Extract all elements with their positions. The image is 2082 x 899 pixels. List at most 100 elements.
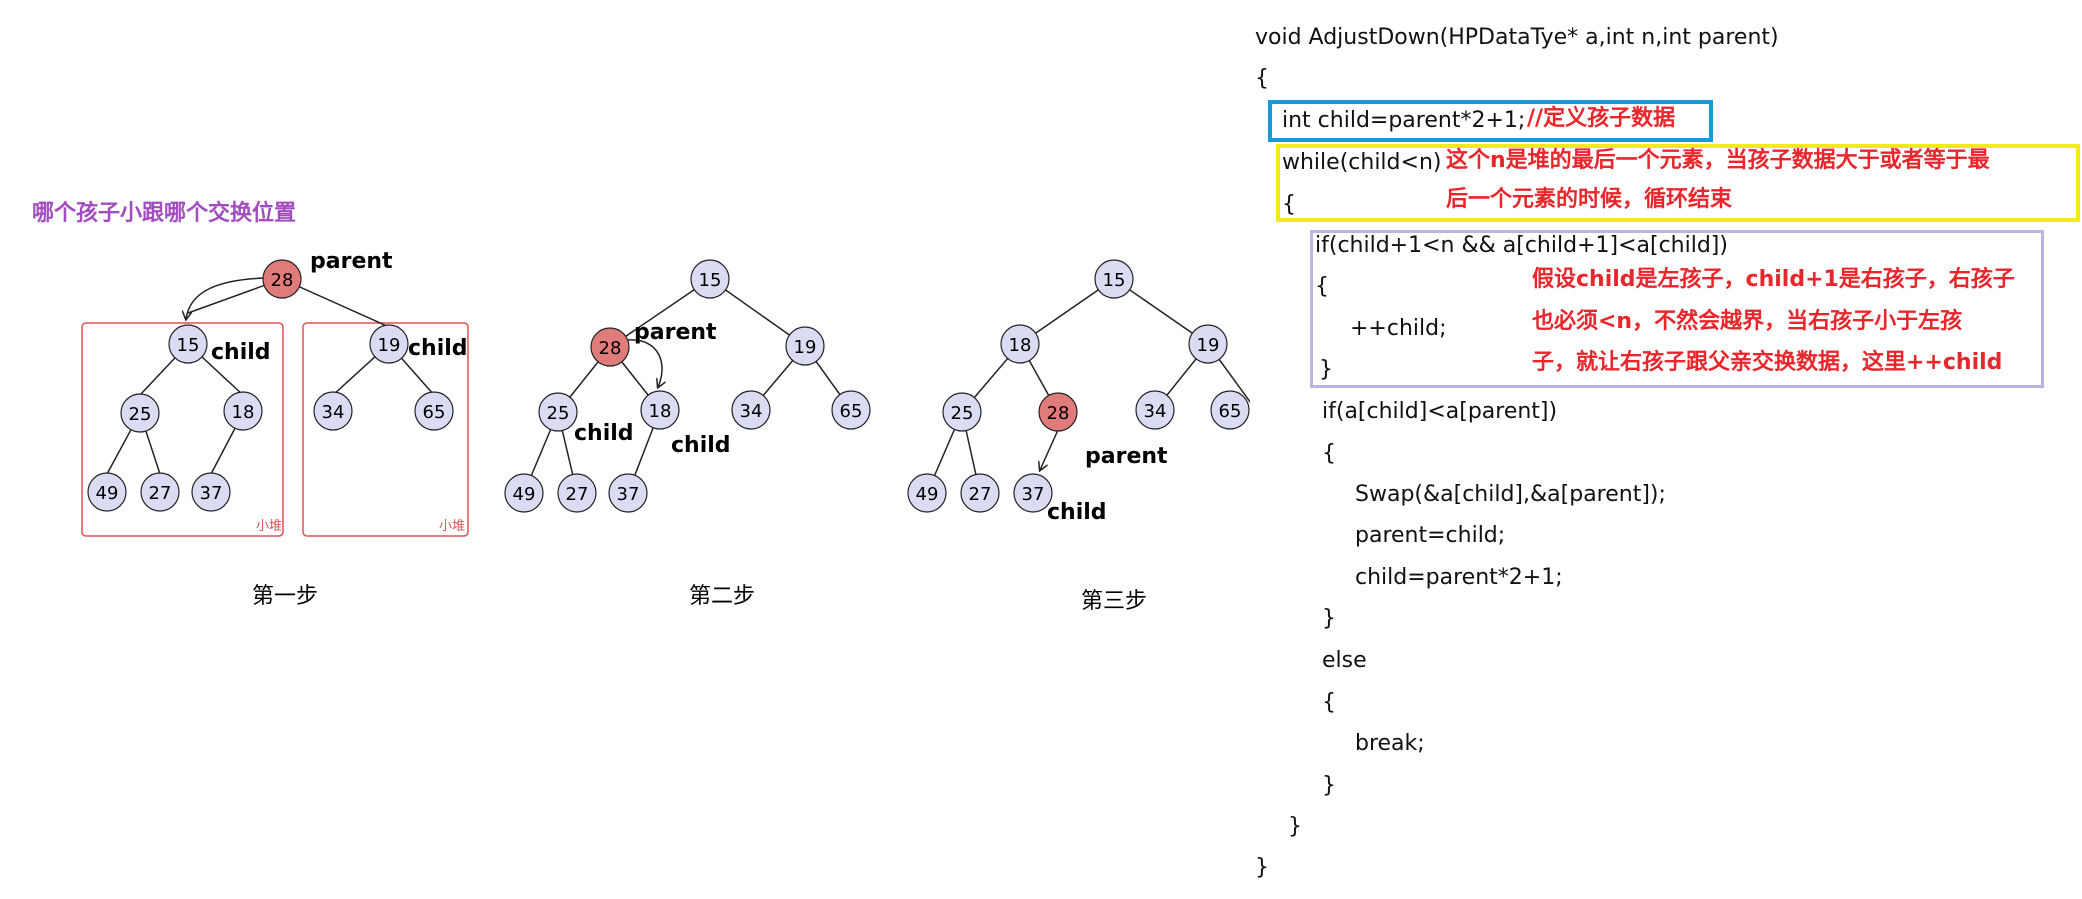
heap-adjust-diagram: 哪个孩子小跟哪个交换位置 小堆 小堆 28 15 19 25 18 34 65	[32, 200, 1250, 614]
svg-text:49: 49	[96, 483, 119, 504]
label-child: child	[408, 336, 468, 361]
code-line: }	[1322, 773, 1336, 798]
code-line: int child=parent*2+1;	[1282, 108, 1526, 133]
heap-node: 19	[369, 324, 409, 364]
heap-node: 37	[608, 473, 648, 513]
code-line: if(child+1<n && a[child+1]<a[child])	[1315, 233, 1728, 258]
svg-text:65: 65	[1219, 401, 1242, 422]
heap-node: 37	[1013, 473, 1053, 513]
svg-text:19: 19	[1197, 335, 1220, 356]
svg-text:34: 34	[322, 402, 345, 423]
step-caption: 第二步	[689, 584, 755, 609]
note-right-child: 也必须<n，不然会越界，当右孩子小于左孩	[1532, 309, 1963, 334]
label-child: child	[211, 340, 271, 365]
heap-node: 27	[140, 472, 180, 512]
svg-text:27: 27	[149, 483, 172, 504]
label-child: child	[574, 421, 634, 446]
svg-text:34: 34	[1144, 401, 1167, 422]
code-line: {	[1322, 690, 1336, 715]
svg-text:25: 25	[547, 403, 570, 424]
step-3: 15 18 19 25 28 34 65 49 27 37 parent chi…	[907, 259, 1250, 614]
heap-node: 49	[907, 473, 947, 513]
code-line: }	[1288, 814, 1302, 839]
heap-node: 28	[590, 327, 630, 367]
step-2: 15 28 19 25 18 34 65 49 27 37 parent chi…	[504, 259, 871, 609]
heap-node: 28	[1038, 392, 1078, 432]
note-define-child: //定义孩子数据	[1527, 106, 1676, 131]
tree-edge	[609, 278, 711, 348]
heap-node: 19	[1188, 324, 1228, 364]
heap-node: 19	[785, 326, 825, 366]
highlight-box-yellow	[1276, 144, 2080, 222]
svg-text:27: 27	[566, 484, 589, 505]
frame-label-left: 小堆	[256, 519, 282, 534]
svg-text:49: 49	[916, 484, 939, 505]
svg-text:28: 28	[271, 270, 294, 291]
svg-text:25: 25	[951, 403, 974, 424]
note-right-child: 子，就让右孩子跟父亲交换数据，这里++child	[1532, 350, 2003, 375]
svg-text:18: 18	[232, 402, 255, 423]
heap-node: 34	[313, 391, 353, 431]
label-parent: parent	[1085, 444, 1168, 469]
svg-text:25: 25	[129, 404, 152, 425]
heap-node: 25	[120, 393, 160, 433]
label-child: child	[671, 433, 731, 458]
code-line: parent=child;	[1355, 523, 1506, 548]
heap-node: 27	[960, 473, 1000, 513]
swap-arrow	[186, 277, 265, 319]
heap-node: 15	[1094, 259, 1134, 299]
svg-text:27: 27	[969, 484, 992, 505]
heap-node: 15	[690, 259, 730, 299]
svg-text:19: 19	[794, 337, 817, 358]
svg-text:34: 34	[740, 401, 763, 422]
frame-label-right: 小堆	[439, 519, 465, 534]
heap-node: 15	[168, 324, 208, 364]
label-parent: parent	[310, 249, 393, 274]
svg-text:65: 65	[423, 402, 446, 423]
code-line: }	[1319, 357, 1333, 382]
note-loop: 后一个元素的时候，循环结束	[1446, 187, 1733, 212]
code-line: void AdjustDown(HPDataTye* a,int n,int p…	[1255, 25, 1779, 50]
highlight-box-purple	[1310, 230, 2044, 388]
svg-text:18: 18	[649, 401, 672, 422]
code-line: else	[1322, 648, 1367, 673]
heap-node: 25	[942, 392, 982, 432]
min-heap-frame-right	[302, 322, 469, 537]
step-1: 小堆 小堆 28 15 19 25 18 34 65 49 27	[81, 249, 469, 609]
heap-node: 49	[504, 473, 544, 513]
heap-node: 65	[1210, 390, 1250, 430]
svg-text:19: 19	[378, 335, 401, 356]
code-line: Swap(&a[child],&a[parent]);	[1355, 482, 1666, 507]
label-parent: parent	[634, 320, 717, 345]
label-child: child	[1047, 500, 1107, 525]
svg-text:28: 28	[599, 338, 622, 359]
code-line: ++child;	[1350, 316, 1447, 341]
note-right-child: 假设child是左孩子，child+1是右孩子，右孩子	[1532, 267, 2015, 292]
code-line: child=parent*2+1;	[1355, 565, 1563, 590]
svg-text:15: 15	[1103, 270, 1126, 291]
code-line: {	[1315, 274, 1329, 299]
heap-node: 18	[640, 390, 680, 430]
min-heap-frame-left	[81, 322, 284, 537]
svg-text:15: 15	[177, 335, 200, 356]
svg-text:37: 37	[200, 483, 223, 504]
code-line: }	[1255, 855, 1269, 880]
svg-text:15: 15	[699, 270, 722, 291]
code-line: }	[1322, 606, 1336, 631]
heap-node: 34	[731, 390, 771, 430]
heap-node: 34	[1135, 390, 1175, 430]
heap-node: 27	[557, 473, 597, 513]
note-loop: 这个n是堆的最后一个元素，当孩子数据大于或者等于最	[1446, 148, 1990, 173]
heap-node: 49	[87, 472, 127, 512]
swap-arrow	[1040, 429, 1059, 470]
heading: 哪个孩子小跟哪个交换位置	[32, 200, 296, 226]
heap-node: 65	[414, 391, 454, 431]
code-line: while(child<n)	[1282, 150, 1442, 175]
svg-text:18: 18	[1009, 335, 1032, 356]
heap-node: 18	[1000, 324, 1040, 364]
heap-node: 18	[223, 391, 263, 431]
code-line: {	[1282, 192, 1296, 217]
heap-node: 25	[538, 392, 578, 432]
code-line: if(a[child]<a[parent])	[1322, 399, 1558, 424]
code-line: {	[1255, 66, 1269, 91]
